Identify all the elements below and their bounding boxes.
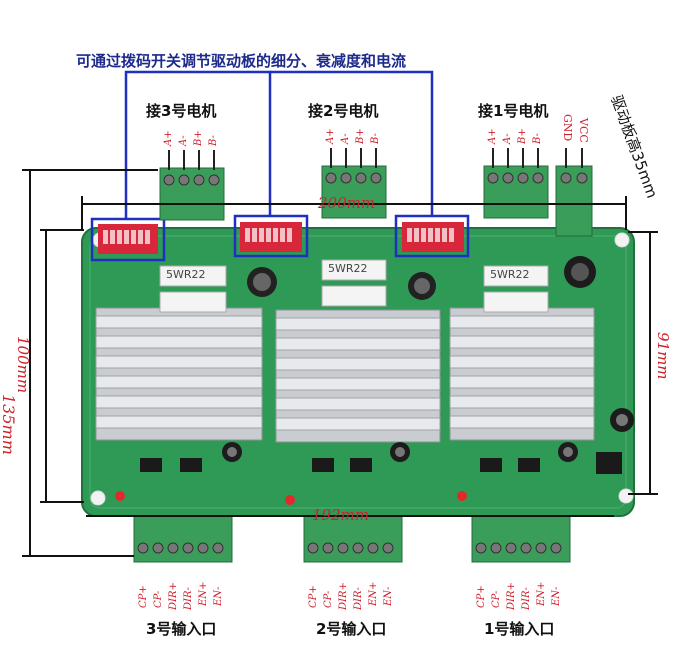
gnd-label: GND	[561, 114, 574, 142]
dip-highlight	[90, 70, 470, 262]
capacitor	[558, 442, 578, 462]
pin-label: DIR-	[353, 587, 364, 610]
pin-label: CP-	[153, 590, 164, 608]
input-terminal	[303, 515, 403, 563]
heatsink	[95, 307, 263, 441]
chip	[140, 452, 622, 474]
led	[285, 495, 295, 505]
pin-label: EN-	[551, 586, 562, 606]
dim-right: 91mm	[654, 332, 672, 380]
pin-label: DIR+	[168, 582, 179, 610]
dip-switch	[402, 222, 464, 252]
pin-label: CP-	[491, 590, 502, 608]
power-terminal	[555, 148, 593, 237]
pin-label: DIR+	[338, 582, 349, 610]
dip-switch	[98, 224, 158, 254]
pin-label: EN+	[536, 581, 547, 606]
dim-bottom-width: 192mm	[312, 506, 370, 524]
pin-label: B+	[193, 130, 204, 146]
dimension-lines	[22, 169, 658, 557]
pin-label: B-	[532, 133, 543, 144]
heatsink	[449, 307, 595, 441]
capacitor	[408, 272, 436, 300]
motor-terminal	[321, 148, 387, 219]
mounting-hole	[90, 490, 106, 506]
pin-label: EN-	[383, 586, 394, 606]
pin-label: A+	[163, 130, 174, 146]
pin-label: EN+	[198, 581, 209, 606]
dip-switch	[240, 222, 302, 252]
led	[115, 491, 125, 501]
capacitor	[390, 442, 410, 462]
input3-label: 3号输入口	[146, 620, 217, 638]
pin-label: DIR-	[183, 587, 194, 610]
pin-label: CP-	[323, 590, 334, 608]
pin-label: DIR+	[506, 582, 517, 610]
dim-top-width: 200mm	[318, 194, 376, 212]
pin-label: A-	[340, 133, 351, 144]
motor-terminal	[159, 150, 225, 221]
capacitor	[610, 408, 634, 432]
resistor-marking: 5WR22	[328, 262, 368, 275]
mounting-hole	[618, 488, 634, 504]
resistor	[159, 265, 227, 313]
led	[457, 491, 467, 501]
capacitor	[222, 442, 242, 462]
vcc-label: VCC	[577, 118, 590, 143]
input-terminal	[133, 515, 233, 563]
pin-label: CP+	[138, 585, 149, 608]
dim-left-inner: 100mm	[14, 336, 32, 394]
title: 可通过拨码开关调节驱动板的细分、衰减度和电流	[76, 52, 407, 70]
capacitor	[564, 256, 596, 288]
input2-label: 2号输入口	[316, 620, 387, 638]
motor3-label: 接3号电机	[146, 102, 217, 120]
pin-label: B+	[355, 128, 366, 144]
mounting-hole	[614, 232, 630, 248]
input-terminal	[471, 515, 571, 563]
resistor-marking: 5WR22	[490, 268, 530, 281]
pin-label: A+	[325, 128, 336, 144]
pin-label: A-	[178, 135, 189, 146]
motor1-label: 接1号电机	[478, 102, 549, 120]
resistor	[321, 259, 387, 307]
pin-label: DIR-	[521, 587, 532, 610]
resistor	[483, 265, 549, 313]
heatsink	[275, 309, 441, 443]
pin-label: B+	[517, 128, 528, 144]
pin-label: CP+	[476, 585, 487, 608]
motor2-label: 接2号电机	[308, 102, 379, 120]
pin-label: A-	[502, 133, 513, 144]
dim-left-outer: 135mm	[0, 394, 18, 455]
motor-terminal	[483, 148, 549, 219]
pin-label: B-	[208, 135, 219, 146]
resistor-marking: 5WR22	[166, 268, 206, 281]
pin-label: A+	[487, 128, 498, 144]
pin-label: EN-	[213, 586, 224, 606]
input1-label: 1号输入口	[484, 620, 555, 638]
pin-label: EN+	[368, 581, 379, 606]
capacitor	[247, 267, 277, 297]
pin-label: B-	[370, 133, 381, 144]
pin-label: CP+	[308, 585, 319, 608]
